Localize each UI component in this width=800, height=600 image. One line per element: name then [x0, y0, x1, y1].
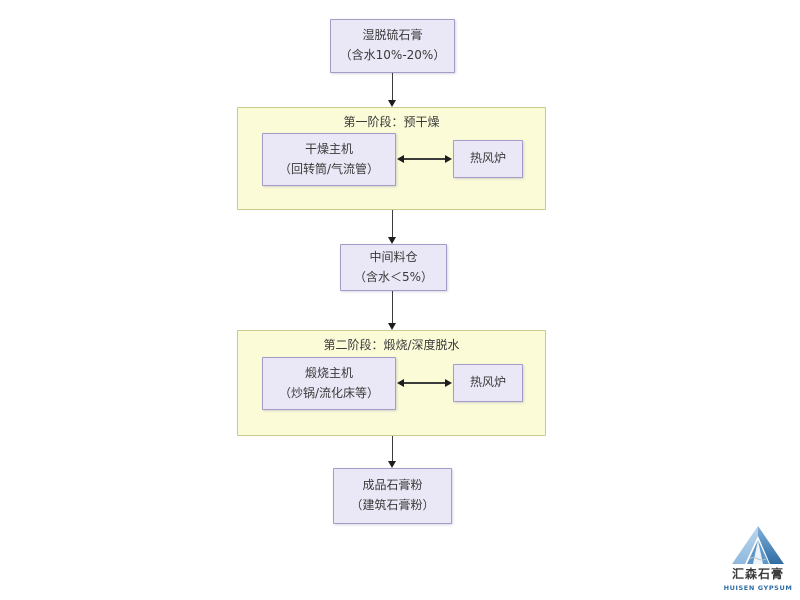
node-final-product-line1: 成品石膏粉: [362, 478, 423, 493]
arrow-head-right-icon: [445, 378, 452, 387]
node-hot-air-furnace-stage2-label: 热风炉: [469, 375, 506, 390]
node-dryer-line1: 干燥主机: [304, 141, 353, 156]
node-intermediate-silo-line1: 中间料仓: [369, 249, 418, 264]
arrow-head-down-icon: [387, 100, 396, 107]
node-hot-air-furnace-stage1: 热风炉: [453, 140, 523, 178]
node-final-product-line2: （建筑石膏粉）: [350, 498, 435, 512]
logo-name-en: HUISEN GYPSUM: [723, 584, 793, 592]
stage2-title: 第二阶段：煅烧/深度脱水: [323, 338, 460, 352]
mountain-logo-icon: [732, 526, 784, 564]
node-calciner: 煅烧主机 （炒锅/流化床等）: [262, 357, 396, 410]
logo-name-cn: 汇森石膏: [731, 567, 784, 581]
arrow-shaft: [391, 210, 393, 237]
node-dryer: 干燥主机 （回转筒/气流管）: [262, 133, 396, 186]
company-logo: 汇森石膏 HUISEN GYPSUM: [716, 526, 800, 592]
arrow-shaft: [391, 436, 393, 461]
arrow-head-left-icon: [397, 154, 404, 163]
node-calciner-line2: （炒锅/流化床等）: [278, 385, 380, 400]
node-hot-air-furnace-stage2: 热风炉: [453, 364, 523, 402]
arrow-shaft: [403, 382, 446, 384]
arrow-head-right-icon: [445, 154, 452, 163]
stage1-title: 第一阶段：预干燥: [343, 115, 440, 129]
node-hot-air-furnace-stage1-label: 热风炉: [469, 151, 506, 166]
node-final-product: 成品石膏粉 （建筑石膏粉）: [333, 468, 452, 524]
arrow-shaft: [391, 73, 393, 100]
arrow-head-down-icon: [387, 323, 396, 330]
arrow-head-down-icon: [387, 237, 396, 244]
node-calciner-line1: 煅烧主机: [304, 365, 353, 380]
node-intermediate-silo-line2: （含水＜5%）: [353, 269, 434, 284]
node-intermediate-silo: 中间料仓 （含水＜5%）: [340, 244, 447, 291]
arrow-shaft: [403, 158, 446, 160]
node-wet-gypsum: 湿脱硫石膏 （含水10%-20%）: [330, 19, 455, 73]
node-wet-gypsum-line2: （含水10%-20%）: [339, 48, 446, 62]
arrow-shaft: [391, 291, 393, 323]
node-dryer-line2: （回转筒/气流管）: [278, 161, 380, 176]
arrow-head-down-icon: [387, 461, 396, 468]
arrow-head-left-icon: [397, 378, 404, 387]
node-wet-gypsum-line1: 湿脱硫石膏: [362, 28, 423, 43]
